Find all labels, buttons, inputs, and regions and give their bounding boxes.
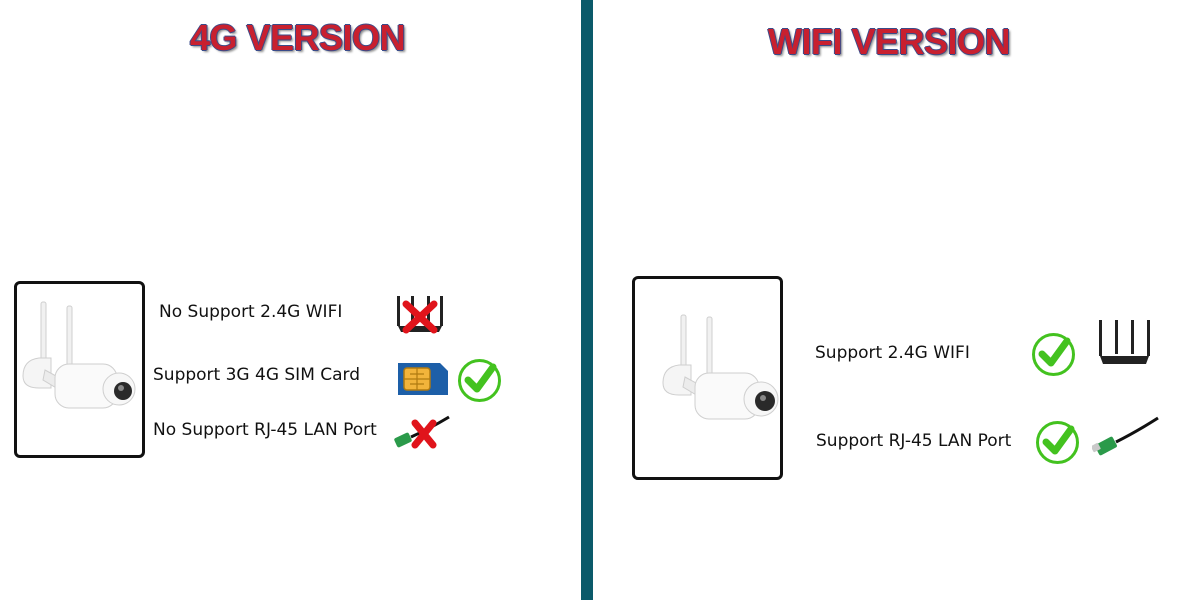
camera-product-image	[14, 281, 145, 458]
right-panel-title: WIFI VERSION	[768, 21, 1011, 62]
check-icon	[1036, 421, 1079, 464]
ethernet-cable-icon	[1092, 416, 1159, 456]
feature-wifi-label: Support 2.4G WIFI	[815, 343, 970, 363]
feature-lan-label: Support RJ-45 LAN Port	[816, 431, 1012, 451]
feature-no-wifi-label: No Support 2.4G WIFI	[159, 302, 343, 322]
left-panel-title: 4G VERSION	[190, 17, 406, 58]
check-icon	[1032, 333, 1075, 376]
feature-no-lan-label: No Support RJ-45 LAN Port	[153, 420, 377, 440]
camera-product-image	[632, 276, 783, 480]
security-camera-icon	[662, 314, 779, 420]
check-icon	[458, 359, 501, 402]
sim-card-icon	[398, 363, 448, 395]
ethernet-cable-crossed-icon	[394, 415, 450, 449]
panel-divider	[581, 0, 593, 600]
router-crossed-icon	[397, 296, 443, 334]
router-icon	[1099, 320, 1150, 364]
feature-sim-card-label: Support 3G 4G SIM Card	[153, 365, 361, 385]
security-camera-icon	[22, 301, 136, 409]
